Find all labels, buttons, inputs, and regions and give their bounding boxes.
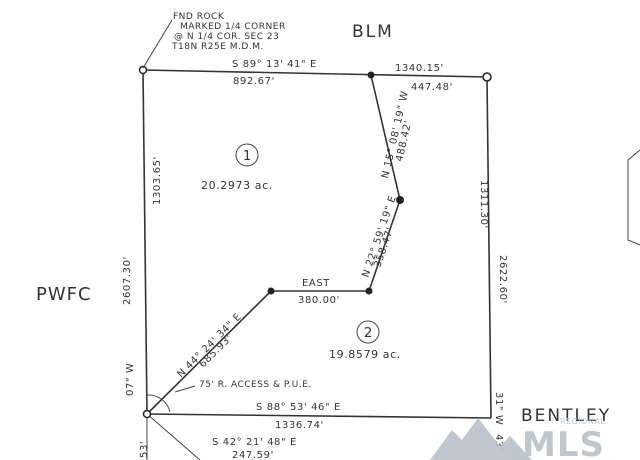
ne-corner-monument <box>482 72 492 82</box>
divider-east-point <box>365 287 373 295</box>
divider-west-point <box>267 287 275 295</box>
divider-seg3-distance: 380.00' <box>298 295 340 306</box>
southwest-line-bearing: S 42° 21' 48" E <box>212 437 297 448</box>
divider-north-point <box>367 71 375 79</box>
parcel-1-area: 20.2973 ac. <box>201 179 273 192</box>
corner-note-line4: T18N R25E M.D.M. <box>171 42 264 52</box>
west-boundary-line <box>142 69 148 415</box>
south-line-distance: 1336.74' <box>275 420 324 431</box>
south-line-bearing: S 88° 53' 46" E <box>256 402 341 413</box>
nw-corner-monument <box>138 65 148 75</box>
corner-note-line3: @ N 1/4 COR. SEC 23 <box>174 32 279 42</box>
sw-corner-monument <box>142 409 152 419</box>
corner-note-line1: FND ROCK <box>173 12 225 22</box>
east-line-north-segment: 1311.30' <box>478 180 489 229</box>
corner-note-line2: MARKED 1/4 CORNER <box>180 22 286 32</box>
north-line-west-segment: 892.67' <box>233 76 275 87</box>
adjacent-north-label: BLM <box>352 22 394 42</box>
north-line-total: 1340.15' <box>395 63 444 74</box>
adjacent-sketch-fragment <box>627 149 640 246</box>
north-line-east-segment: 447.48' <box>411 82 453 93</box>
west-line-north-segment: 1303.65' <box>152 156 163 205</box>
parcel-1-label: 1 20.2973 ac. <box>201 143 273 192</box>
southwest-line-distance: 247.59' <box>232 450 274 460</box>
watermark-brand: MLS <box>522 425 605 460</box>
parcel-2-number-circle <box>356 320 380 344</box>
parcel-2-area: 19.8579 ac. <box>329 348 401 361</box>
adjacent-south-label: BENTLEY <box>521 406 611 426</box>
west-line-below-fragment: 53' <box>139 441 150 458</box>
mountain-logo-icon <box>430 418 532 460</box>
parcel-1-number-circle <box>235 143 259 167</box>
parcel-2-label: 2 19.8579 ac. <box>329 320 401 361</box>
north-line-bearing: S 89° 13' 41" E <box>232 59 317 70</box>
east-boundary-line <box>486 76 492 419</box>
easement-arc <box>146 394 171 413</box>
adjacent-west-label: PWFC <box>36 284 92 305</box>
parcel-1-number: 1 <box>243 149 252 164</box>
corner-note: FND ROCK MARKED 1/4 CORNER @ N 1/4 COR. … <box>142 12 286 69</box>
west-line-bearing-fragment: 07" W <box>125 363 136 396</box>
divider-seg3-bearing: EAST <box>302 278 330 289</box>
easement-note: 75' R. ACCESS & P.U.E. <box>199 380 312 390</box>
east-line-total: 2622.60' <box>497 255 508 304</box>
west-line-total: 2607.30' <box>122 256 133 305</box>
east-line-bearing-fragment: 31" W <box>493 392 504 425</box>
southwest-continuation-line <box>146 413 201 460</box>
watermark-small-text: REGIONAL <box>560 417 605 426</box>
parcel-2-number: 2 <box>364 326 373 341</box>
north-boundary-line <box>142 69 488 78</box>
corner-note-leader <box>142 19 173 69</box>
east-line-below-fragment: 43' <box>493 434 504 451</box>
divider-seg4-bearing: N 44° 24' 34" E <box>175 311 244 380</box>
mls-watermark: REGIONAL MLS <box>430 417 605 460</box>
monuments <box>138 65 492 419</box>
south-boundary-line <box>146 413 492 419</box>
easement-leader-line <box>174 385 196 393</box>
divider-angle-point <box>396 196 404 204</box>
